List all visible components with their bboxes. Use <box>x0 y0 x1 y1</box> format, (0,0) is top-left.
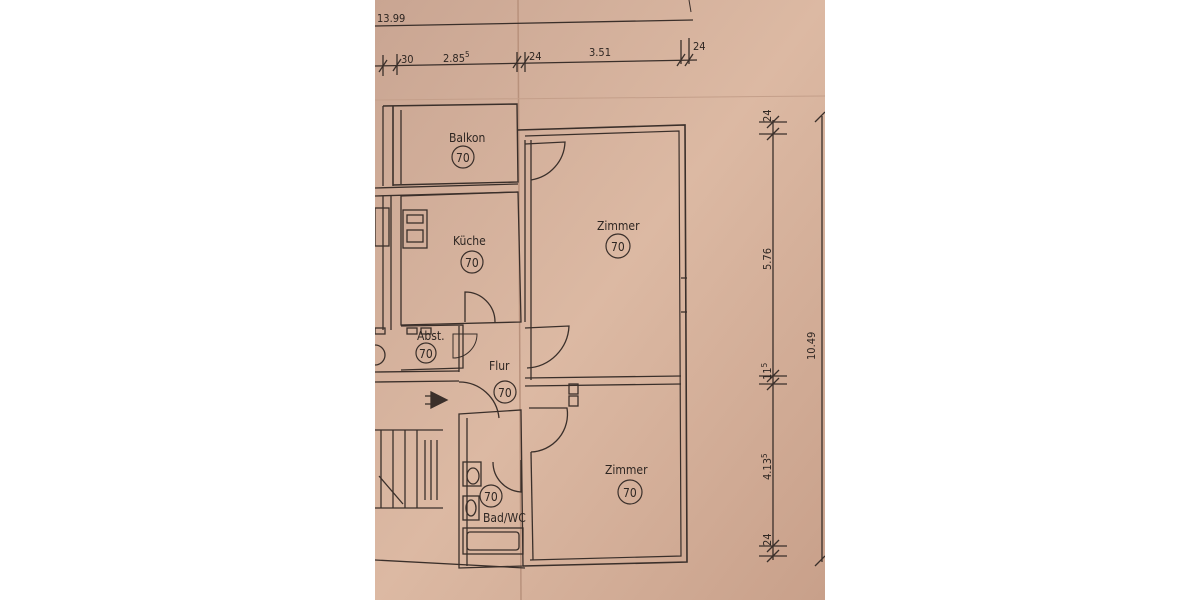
dimension-right-24-bottom: 24 <box>761 533 774 546</box>
paper-fold-line <box>375 95 825 101</box>
room-number-kueche: 70 <box>465 256 479 270</box>
room-number-circle-zimmer-2 <box>617 479 643 505</box>
room-label-flur: Flur <box>489 359 510 373</box>
door-swing-zimmer-2 <box>529 407 569 453</box>
room-number-circle-zimmer-1 <box>605 233 631 259</box>
room-label-kueche: Küche <box>453 234 486 248</box>
paper-background <box>375 0 825 600</box>
floor-plan-sheet: 13.99 30 2.855 24 3.51 24 24 5.76 115 4.… <box>375 0 825 600</box>
door-swing-kueche <box>464 291 496 323</box>
room-label-balkon: Balkon <box>449 131 485 145</box>
room-number-flur: 70 <box>498 386 512 400</box>
room-number-abst: 70 <box>419 347 433 361</box>
dimension-line-top <box>375 19 694 27</box>
door-swing-flur <box>458 381 500 419</box>
door-swing-abst <box>452 333 478 359</box>
room-number-balkon: 70 <box>456 151 470 165</box>
dimension-24-b: 24 <box>693 40 706 53</box>
dimension-right-1049: 10.49 <box>805 332 818 360</box>
left-stove-icon <box>375 207 390 247</box>
room-number-circle-bad <box>479 484 503 508</box>
room-number-circle-abst <box>415 342 437 364</box>
dimension-right-413: 4.135 <box>760 453 774 480</box>
paper-fold-line <box>517 0 522 600</box>
bathtub-icon <box>462 527 524 555</box>
room-number-bad: 70 <box>484 490 498 504</box>
abstellraum-outline <box>400 324 464 371</box>
dimension-285: 2.855 <box>443 50 470 65</box>
bad-outline <box>458 409 524 569</box>
entrance-arrow-icon <box>430 390 449 410</box>
wall-outline <box>517 124 688 567</box>
sink-icon <box>465 499 477 517</box>
stairwell <box>375 429 443 509</box>
kueche-outline <box>400 191 522 326</box>
room-label-zimmer-2: Zimmer <box>605 463 648 477</box>
door-swing-bad <box>492 460 522 493</box>
dimension-right-576: 5.76 <box>761 248 774 270</box>
room-number-zimmer-2: 70 <box>623 486 637 500</box>
room-number-circle-balkon <box>451 145 475 169</box>
toilet-icon <box>466 467 480 485</box>
dimension-24-a: 24 <box>529 50 542 63</box>
room-label-zimmer-1: Zimmer <box>597 219 640 233</box>
dimension-right-11: 115 <box>760 363 774 380</box>
dimension-right-24-top: 24 <box>761 109 774 122</box>
room-label-bad: Bad/WC <box>483 511 526 525</box>
dimension-chain-top <box>375 59 698 67</box>
stove-icon <box>402 209 428 249</box>
door-swing-zimmer-1 <box>524 325 570 369</box>
dimension-30: 30 <box>401 53 414 66</box>
room-number-circle-flur <box>493 380 517 404</box>
dimension-top-total: 13.99 <box>377 12 405 25</box>
room-number-circle-kueche <box>460 250 484 274</box>
room-number-zimmer-1: 70 <box>611 240 625 254</box>
room-label-abst: Abst. <box>417 329 445 343</box>
door-swing-balkon <box>524 141 566 181</box>
floor-plan-drawing: 13.99 30 2.855 24 3.51 24 24 5.76 115 4.… <box>375 0 825 600</box>
dimension-351: 3.51 <box>589 46 611 59</box>
